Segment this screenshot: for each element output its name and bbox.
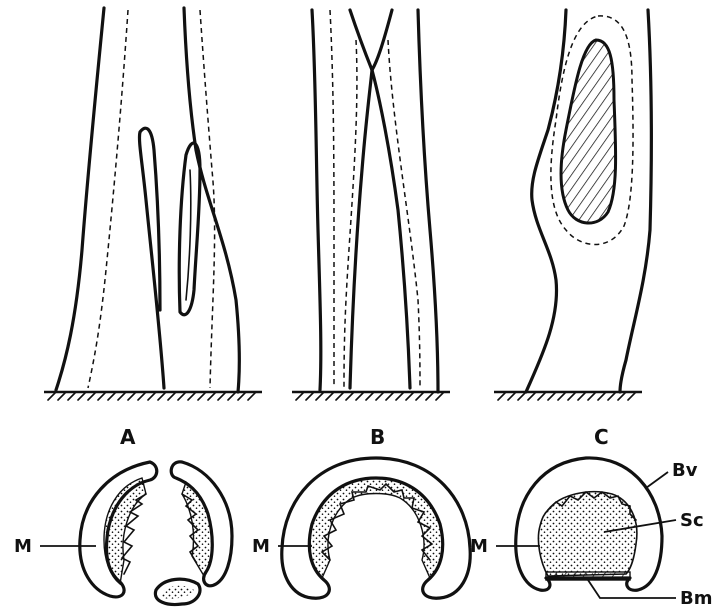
cross-section-a-stipple xyxy=(104,478,146,584)
panel-label-c: C xyxy=(594,425,609,449)
callout-c-bm: Bm xyxy=(680,588,712,609)
cross-section-c xyxy=(516,458,662,590)
cross-section-c-base xyxy=(546,572,630,580)
cross-section-a xyxy=(80,462,232,605)
callout-c-sc: Sc xyxy=(680,510,704,531)
callout-a-m: M xyxy=(14,536,32,557)
callout-c-m: M xyxy=(470,536,488,557)
cross-section-b xyxy=(282,458,470,598)
panel-label-b: B xyxy=(370,425,385,449)
panel-c-wound xyxy=(561,40,616,223)
leader-c-bv xyxy=(646,472,668,488)
panel-c-trunk xyxy=(494,10,651,400)
panel-a-trunk xyxy=(44,8,262,400)
panel-b-trunk xyxy=(292,10,450,400)
callout-c-bv: Bv xyxy=(672,460,698,481)
panel-label-a: A xyxy=(120,425,136,449)
panel-a-ground-hatch xyxy=(48,392,256,400)
cross-section-b-stipple xyxy=(309,478,443,578)
callout-b-m: M xyxy=(252,536,270,557)
